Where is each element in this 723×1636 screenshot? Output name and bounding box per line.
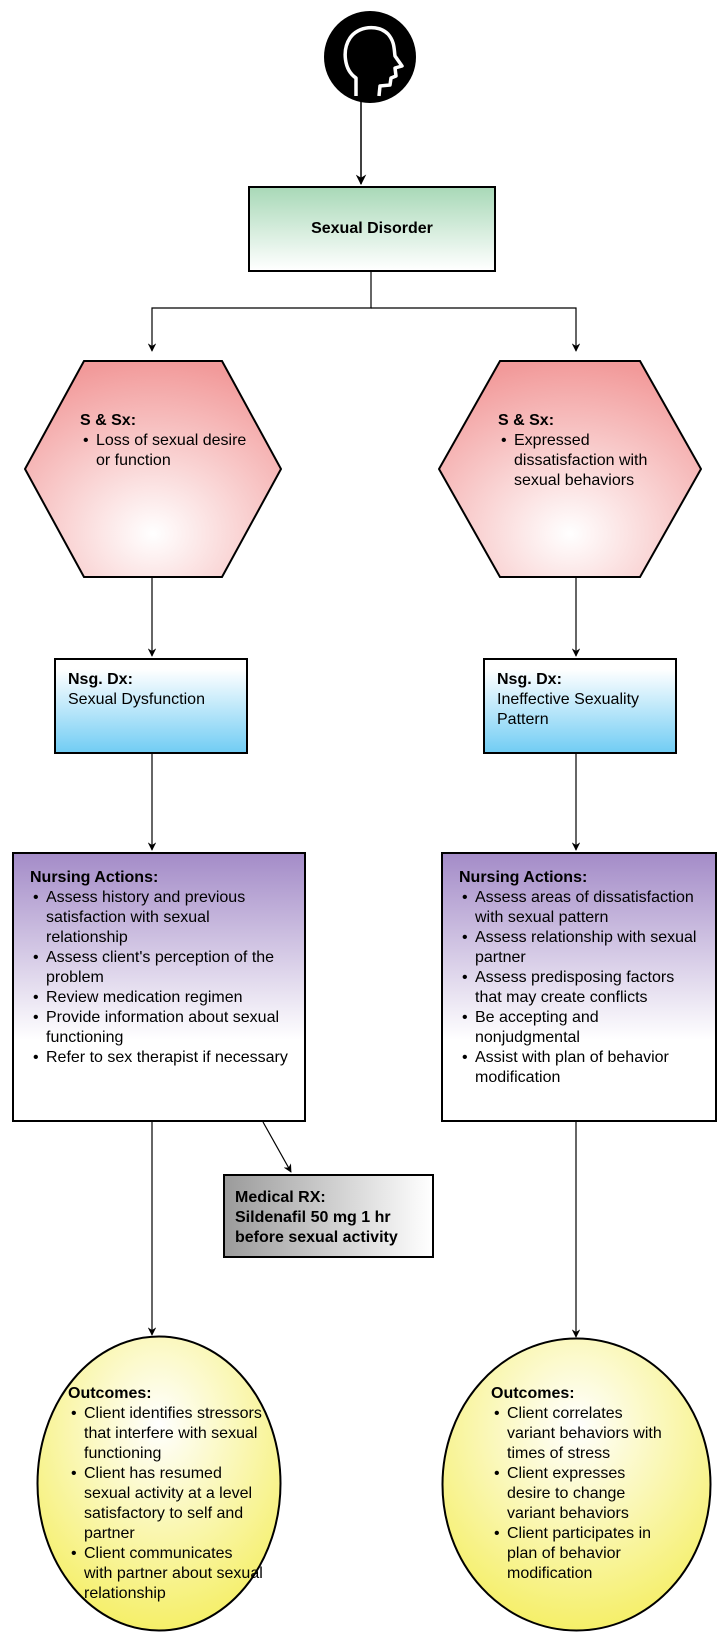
right-action-item: Assess relationship with sexual partner xyxy=(459,928,699,968)
left-outcome-item: Client has resumed sexual activity at a … xyxy=(68,1464,264,1544)
right-action-item: Assist with plan of behavior modificatio… xyxy=(459,1048,699,1088)
right-dx-title: Nsg. Dx: xyxy=(497,671,562,688)
right-nursing-actions-box: Nursing Actions: Assess areas of dissati… xyxy=(441,852,717,1122)
right-action-item: Be accepting and nonjudgmental xyxy=(459,1008,699,1048)
medical-rx-box: Medical RX: Sildenafil 50 mg 1 hr before… xyxy=(223,1174,434,1258)
left-sx-title: S & Sx: xyxy=(80,412,137,429)
right-outcomes-title: Outcomes: xyxy=(491,1385,575,1402)
right-action-item: Assess predisposing factors that may cre… xyxy=(459,968,699,1008)
left-signs-text: S & Sx: Loss of sexual desire or functio… xyxy=(80,411,250,471)
right-outcome-item: Client participates in plan of behavior … xyxy=(491,1524,669,1584)
left-actions-title: Nursing Actions: xyxy=(30,869,159,886)
left-outcomes-text: Outcomes: Client identifies stressors th… xyxy=(68,1384,264,1604)
right-outcome-item: Client expresses desire to change varian… xyxy=(491,1464,669,1524)
right-outcomes-text: Outcomes: Client correlates variant beha… xyxy=(491,1384,669,1584)
left-dx-text: Sexual Dysfunction xyxy=(68,691,205,708)
right-outcome-item: Client correlates variant behaviors with… xyxy=(491,1404,669,1464)
left-outcome-item: Client identifies stressors that interfe… xyxy=(68,1404,264,1464)
medical-text: Sildenafil 50 mg 1 hr before sexual acti… xyxy=(235,1209,398,1246)
right-action-item: Assess areas of dissatisfaction with sex… xyxy=(459,888,699,928)
left-sx-item: Loss of sexual desire or function xyxy=(80,431,250,471)
left-action-item: Review medication regimen xyxy=(30,988,288,1008)
left-outcomes-title: Outcomes: xyxy=(68,1385,152,1402)
left-nursing-actions-box: Nursing Actions: Assess history and prev… xyxy=(12,852,306,1122)
medical-title: Medical RX: xyxy=(235,1189,326,1206)
left-action-item: Refer to sex therapist if necessary xyxy=(30,1048,288,1068)
left-action-item: Provide information about sexual functio… xyxy=(30,1008,288,1048)
right-signs-text: S & Sx: Expressed dissatisfaction with s… xyxy=(498,411,670,491)
left-nursing-dx-box: Nsg. Dx: Sexual Dysfunction xyxy=(54,658,248,754)
head-profile-icon xyxy=(324,11,416,103)
right-nursing-dx-box: Nsg. Dx: Ineffective Sexuality Pattern xyxy=(483,658,677,754)
sexual-disorder-box: Sexual Disorder xyxy=(248,186,496,272)
disorder-title: Sexual Disorder xyxy=(311,220,433,237)
right-dx-text: Ineffective Sexuality Pattern xyxy=(497,691,640,728)
left-dx-title: Nsg. Dx: xyxy=(68,671,133,688)
right-sx-title: S & Sx: xyxy=(498,412,555,429)
right-sx-item: Expressed dissatisfaction with sexual be… xyxy=(498,431,670,491)
left-action-item: Assess history and previous satisfaction… xyxy=(30,888,288,948)
left-action-item: Assess client's perception of the proble… xyxy=(30,948,288,988)
right-actions-title: Nursing Actions: xyxy=(459,869,588,886)
left-outcome-item: Client communicates with partner about s… xyxy=(68,1544,264,1604)
